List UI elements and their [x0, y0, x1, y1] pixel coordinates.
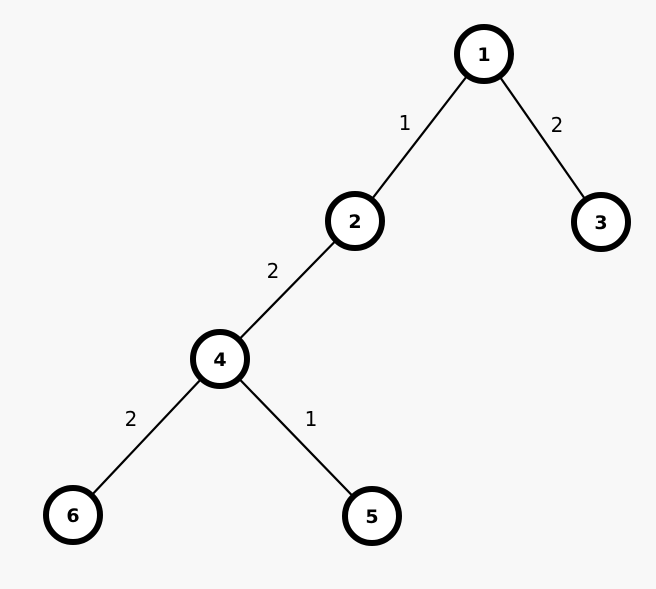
node-4: 4 [190, 329, 250, 389]
node-label-2: 2 [348, 211, 361, 233]
edge-2-4 [219, 220, 356, 360]
node-label-6: 6 [66, 505, 79, 527]
edge-weights-layer: 1 2 2 2 1 [125, 111, 564, 431]
node-circle-1 [454, 24, 514, 84]
node-5: 5 [342, 486, 402, 546]
node-label-1: 1 [477, 44, 490, 66]
node-3: 3 [571, 192, 631, 252]
edge-weight-4-6: 2 [125, 407, 138, 431]
edge-weight-1-2: 1 [399, 111, 412, 135]
node-circle-3 [571, 192, 631, 252]
node-1: 1 [454, 24, 514, 84]
edge-4-5 [219, 358, 373, 517]
edge-1-3 [483, 53, 602, 223]
edge-weight-4-5: 1 [305, 407, 318, 431]
edges-layer [72, 53, 602, 517]
node-2: 2 [325, 191, 385, 251]
node-circle-4 [190, 329, 250, 389]
node-label-5: 5 [365, 506, 378, 528]
edge-weight-1-3: 2 [551, 113, 564, 137]
edge-weight-2-4: 2 [267, 259, 280, 283]
edge-4-6 [72, 358, 221, 516]
nodes-layer: 1 2 3 4 5 6 [43, 24, 631, 546]
node-circle-5 [342, 486, 402, 546]
node-circle-6 [43, 485, 103, 545]
node-label-3: 3 [594, 212, 607, 234]
node-label-4: 4 [213, 349, 226, 371]
node-6: 6 [43, 485, 103, 545]
node-circle-2 [325, 191, 385, 251]
edge-1-2 [354, 53, 485, 222]
